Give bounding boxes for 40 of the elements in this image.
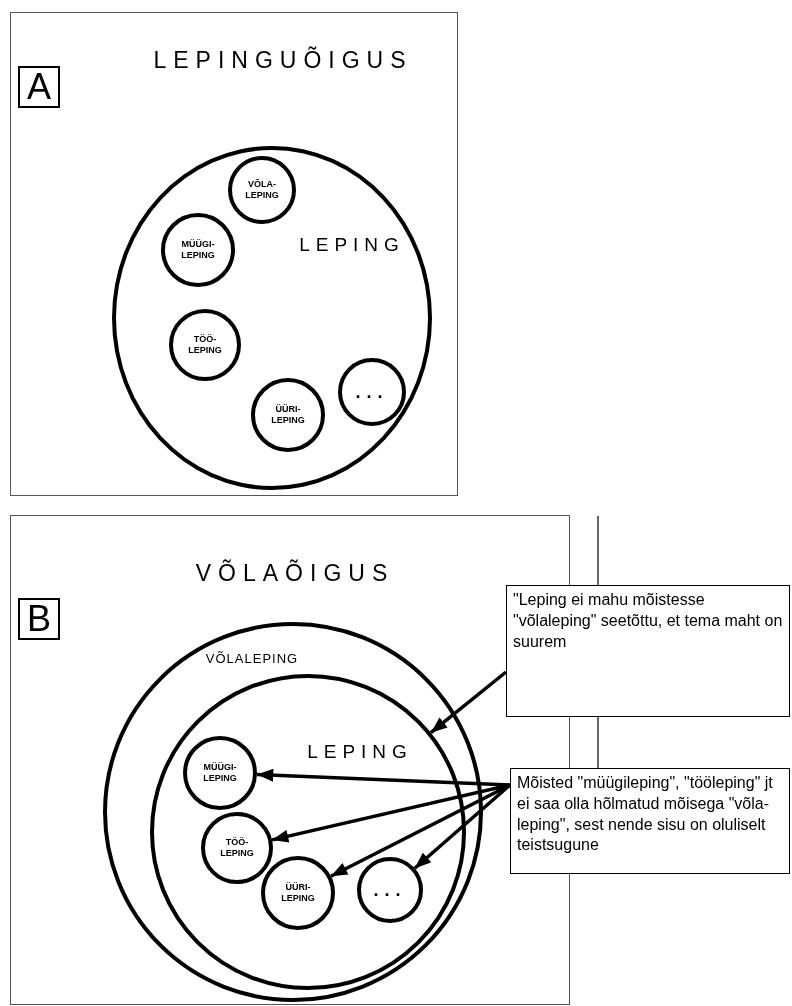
concept-label: MÜÜGI- LEPING [202,761,238,785]
concept-label: MÜÜGI- LEPING [180,238,216,262]
concept-label: ÜÜRI- LEPING [270,403,306,427]
concept-circle [112,146,432,490]
letter-box [18,66,60,108]
panel-frame [10,12,458,496]
concept-circle [338,358,406,426]
concept-circle [251,378,325,452]
callout-box [506,585,790,717]
concept-label: TÖÖ- LEPING [187,333,223,357]
concept-label: LEPING [299,234,405,256]
callout-text: Mõisted "müügileping", "tööleping" jt ei saa olla hõlmatud mõisega "võla- leping", sest nende sisu on oluliselt teistsugune [517,774,773,854]
ellipsis-label: ... [373,878,407,902]
concept-label: LEPING [307,741,413,763]
concept-circle [183,736,257,810]
panel-letter: B [27,601,51,637]
concept-circle [103,622,483,1002]
ellipsis-label: ... [355,380,389,404]
panel-title: LEPINGUÕIGUS [153,46,413,74]
panel-title: VÕLAÕIGUS [195,559,395,587]
arrow [256,768,511,787]
concept-circle [161,213,235,287]
connector-line [597,716,599,769]
concept-circle [228,156,296,224]
letter-box [18,598,60,640]
arrow [271,783,511,843]
concept-label: TÖÖ- LEPING [219,836,255,860]
panel-letter: A [27,69,51,105]
concept-circle [150,674,466,990]
concept-circle [357,857,423,923]
arrow [429,670,508,735]
concept-label: VÕLA- LEPING [244,178,280,202]
concept-circle [169,309,241,381]
concept-circle [261,856,335,930]
callout-box [510,768,790,874]
concept-label: ÜÜRI- LEPING [280,881,316,905]
concept-circle [201,812,273,884]
concept-label: VÕLALEPING [205,650,299,666]
callout-text: "Leping ei mahu mõistesse "võlaleping" seetõttu, et tema maht on suurem [513,591,783,650]
connector-line [597,515,599,586]
